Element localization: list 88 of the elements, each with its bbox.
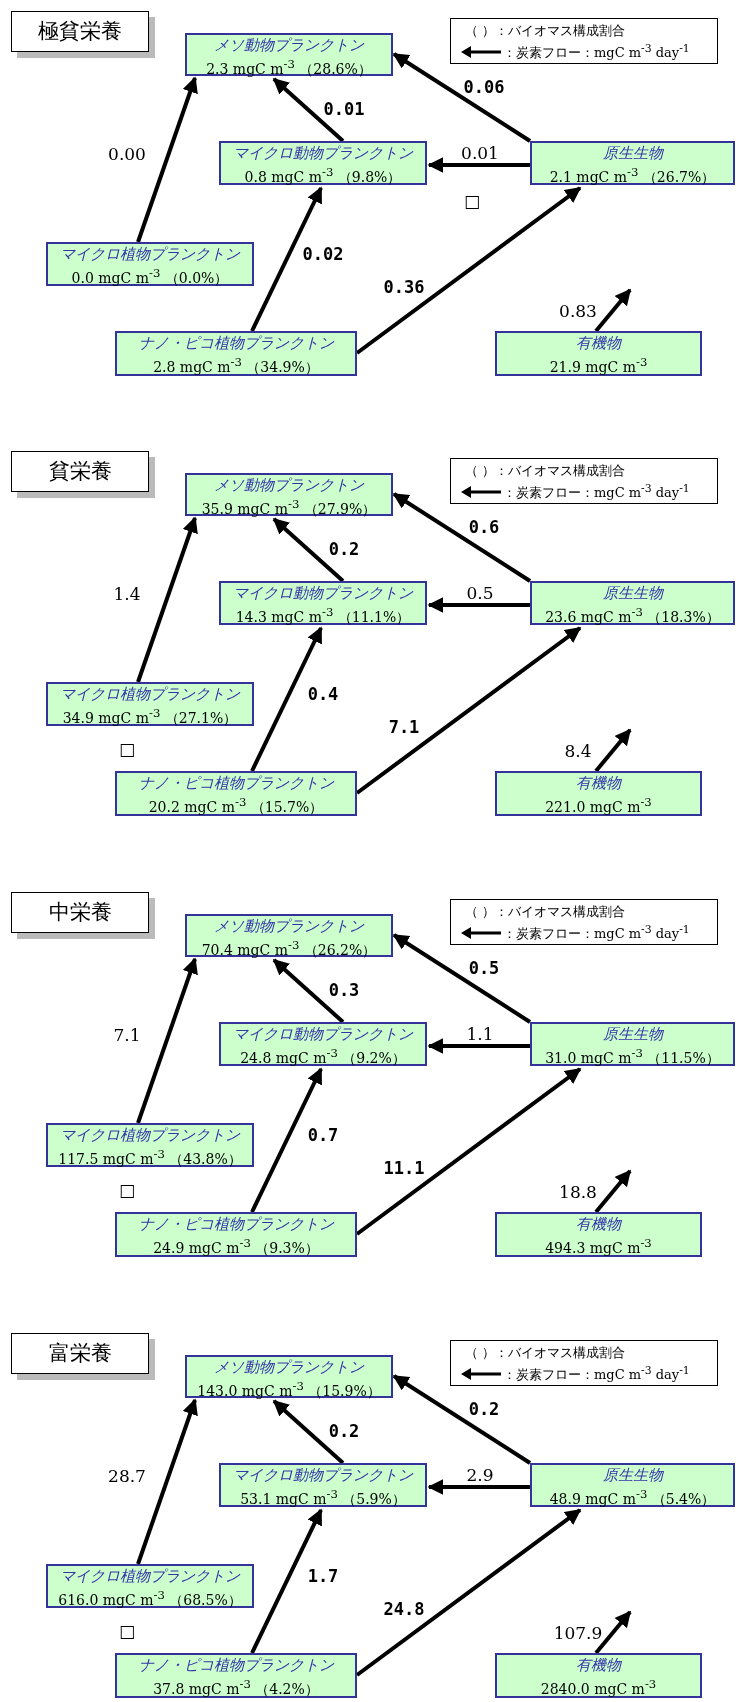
arrow: [136, 957, 198, 1124]
arrow: [250, 186, 323, 332]
process-box: ナノ・ピコ植物プランクトン 20.2 mgC m$^{-3}$ （15.7%）: [115, 771, 357, 816]
edge-label: 24.8: [383, 1599, 425, 1619]
edge-label: 0.2: [328, 1421, 360, 1441]
legend-text: （ ）：バイオマス構成割合: [465, 903, 626, 921]
note-mark: □: [118, 1621, 136, 1641]
edge-label: 0.5: [466, 583, 494, 603]
edge-label: 0.5: [468, 958, 500, 978]
edge-label: 0.7: [307, 1125, 339, 1145]
note-mark: □: [118, 1180, 136, 1200]
process-box: 有機物 221.0 mgC m$^{-3}$: [495, 771, 702, 816]
arrow: [392, 52, 532, 143]
legend-text: ：炭素フロー：mgC m$^{-3}$ day$^{-1}$: [503, 482, 690, 503]
legend-text: ：炭素フロー：mgC m$^{-3}$ day$^{-1}$: [503, 923, 690, 944]
process-box: マイクロ植物プランクトン 34.9 mgC m$^{-3}$ （27.1%）: [46, 682, 254, 726]
arrow: [392, 492, 532, 583]
process-box: マイクロ植物プランクトン 117.5 mgC m$^{-3}$ （43.8%）: [46, 1123, 254, 1167]
arrow: [250, 1067, 323, 1213]
process-box: 原生生物 48.9 mgC m$^{-3}$ （5.4%）: [530, 1463, 735, 1507]
edge-label: 2.9: [466, 1465, 494, 1485]
arrow: [136, 76, 198, 243]
arrow: [272, 1399, 345, 1465]
process-box: 原生生物 2.1 mgC m$^{-3}$ （26.7%）: [530, 141, 735, 185]
process-box: メソ動物プランクトン 143.0 mgC m$^{-3}$ （15.9%）: [185, 1355, 393, 1398]
arrow: [427, 157, 530, 173]
legend-text: （ ）：バイオマス構成割合: [465, 22, 626, 40]
arrow: [272, 517, 345, 583]
edge-label: 0.01: [461, 143, 499, 163]
note-mark: □: [118, 739, 136, 759]
arrow: [594, 1169, 632, 1214]
process-box: マイクロ動物プランクトン 53.1 mgC m$^{-3}$ （5.9%）: [219, 1463, 427, 1507]
edge-label: 18.8: [559, 1182, 597, 1202]
edge-label: 0.00: [108, 144, 146, 164]
arrow: [272, 77, 345, 143]
process-box: マイクロ動物プランクトン 0.8 mgC m$^{-3}$ （9.8%）: [219, 141, 427, 185]
arrow: [136, 516, 198, 683]
arrow: [594, 288, 632, 333]
process-box: メソ動物プランクトン 2.3 mgC m$^{-3}$ （28.6%）: [185, 33, 393, 76]
process-box: 原生生物 31.0 mgC m$^{-3}$ （11.5%）: [530, 1022, 735, 1066]
edge-label: 107.9: [553, 1623, 603, 1643]
process-box: ナノ・ピコ植物プランクトン 2.8 mgC m$^{-3}$ （34.9%）: [115, 331, 357, 376]
edge-label: 0.83: [559, 301, 597, 321]
process-box: ナノ・ピコ植物プランクトン 24.9 mgC m$^{-3}$ （9.3%）: [115, 1212, 357, 1257]
arrow: [392, 933, 532, 1024]
edge-label: 1.1: [466, 1024, 494, 1044]
arrow: [250, 1508, 323, 1654]
arrow: [427, 1479, 530, 1495]
note-mark: □: [463, 191, 481, 211]
edge-label: 0.6: [468, 517, 500, 537]
edge-label: 11.1: [383, 1158, 425, 1178]
arrow: [594, 1610, 632, 1655]
edge-label: 1.7: [307, 1566, 339, 1586]
edge-label: 0.4: [307, 684, 339, 704]
arrow: [272, 958, 345, 1024]
edge-label: 0.3: [328, 980, 360, 1000]
arrow: [250, 626, 323, 772]
process-box: マイクロ動物プランクトン 24.8 mgC m$^{-3}$ （9.2%）: [219, 1022, 427, 1066]
legend-text: （ ）：バイオマス構成割合: [465, 1344, 626, 1362]
arrow: [392, 1374, 532, 1465]
process-box: 原生生物 23.6 mgC m$^{-3}$ （18.3%）: [530, 581, 735, 625]
edge-label: 0.02: [302, 244, 344, 264]
legend-text: ：炭素フロー：mgC m$^{-3}$ day$^{-1}$: [503, 42, 690, 63]
arrow: [427, 1038, 530, 1054]
edge-label: 7.1: [113, 1025, 141, 1045]
edge-label: 0.2: [328, 539, 360, 559]
arrow: [594, 728, 632, 773]
edge-label: 8.4: [564, 741, 592, 761]
edge-label: 0.36: [383, 277, 425, 297]
edge-label: 7.1: [388, 717, 420, 737]
edge-label: 0.06: [463, 77, 505, 97]
process-box: 有機物 21.9 mgC m$^{-3}$: [495, 331, 702, 376]
edge-label: 0.2: [468, 1399, 500, 1419]
process-box: 有機物 2840.0 mgC m$^{-3}$: [495, 1653, 702, 1698]
edge-label: 0.01: [323, 99, 365, 119]
arrow: [427, 597, 530, 613]
process-box: メソ動物プランクトン 35.9 mgC m$^{-3}$ （27.9%）: [185, 473, 393, 516]
edge-label: 28.7: [108, 1466, 146, 1486]
process-box: マイクロ植物プランクトン 616.0 mgC m$^{-3}$ （68.5%）: [46, 1564, 254, 1608]
process-box: メソ動物プランクトン 70.4 mgC m$^{-3}$ （26.2%）: [185, 914, 393, 957]
process-box: ナノ・ピコ植物プランクトン 37.8 mgC m$^{-3}$ （4.2%）: [115, 1653, 357, 1698]
process-box: マイクロ動物プランクトン 14.3 mgC m$^{-3}$ （11.1%）: [219, 581, 427, 625]
process-box: 有機物 494.3 mgC m$^{-3}$: [495, 1212, 702, 1257]
edge-label: 1.4: [113, 584, 141, 604]
legend-text: ：炭素フロー：mgC m$^{-3}$ day$^{-1}$: [503, 1364, 690, 1385]
arrow: [136, 1398, 198, 1565]
legend-text: （ ）：バイオマス構成割合: [465, 462, 626, 480]
process-box: マイクロ植物プランクトン 0.0 mgC m$^{-3}$ （0.0%）: [46, 242, 254, 286]
